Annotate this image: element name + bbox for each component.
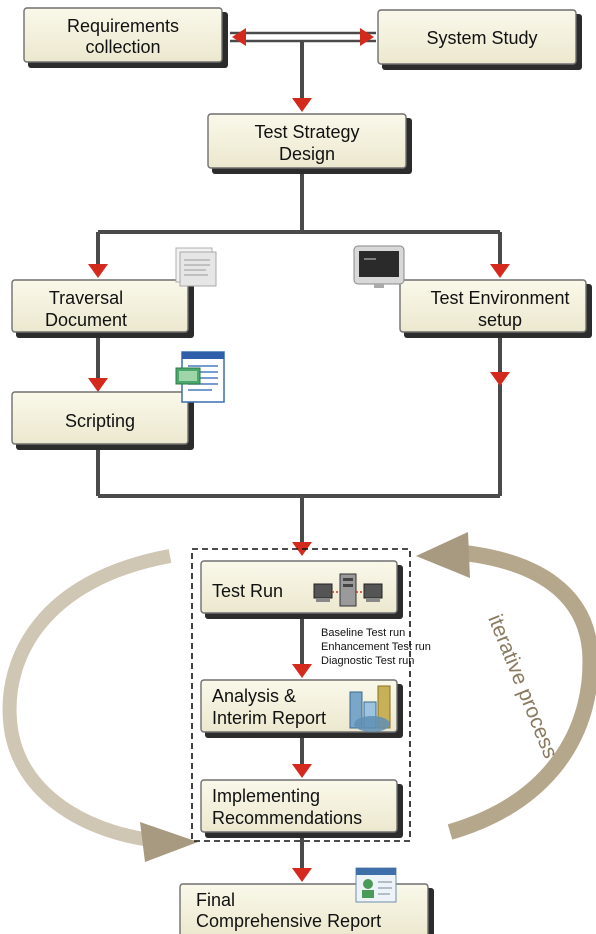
node-traversal-line-1: Traversal <box>49 288 123 308</box>
run-type-enhancement: Enhancement Test run <box>321 641 431 653</box>
node-final-report-line-2: Comprehensive Report <box>196 911 381 931</box>
node-analysis-line-2: Interim Report <box>212 708 326 728</box>
node-implementing-line-1: Implementing <box>212 786 320 806</box>
node-requirements: Requirements collection <box>23 7 228 68</box>
run-type-baseline: Baseline Test run <box>321 627 405 639</box>
text-document-icon <box>175 351 225 403</box>
node-implementing: Implementing Recommendations <box>200 779 403 838</box>
iterative-process-label: iterative process <box>483 611 562 761</box>
node-test-strategy-line-2: Design <box>279 144 335 164</box>
node-implementing-line-2: Recommendations <box>212 808 362 828</box>
node-traversal: Traversal Document <box>11 279 194 338</box>
node-requirements-line-1: Requirements <box>67 16 179 36</box>
report-card-icon <box>355 867 397 903</box>
node-system-study-line-1: System Study <box>426 28 537 48</box>
node-test-environment: Test Environment setup <box>399 279 592 338</box>
run-type-notes: Baseline Test run Enhancement Test run D… <box>321 627 431 667</box>
servers-icon <box>313 573 383 607</box>
node-traversal-line-2: Document <box>45 310 127 330</box>
node-test-strategy-line-1: Test Strategy <box>254 122 359 142</box>
node-system-study: System Study <box>377 9 582 70</box>
cycle-arrow-right <box>416 532 596 840</box>
node-test-environment-line-1: Test Environment <box>430 288 569 308</box>
bar-chart-icon <box>349 685 391 732</box>
node-scripting-line-1: Scripting <box>65 411 135 431</box>
monitor-icon <box>353 245 405 288</box>
node-requirements-line-2: collection <box>85 37 160 57</box>
cycle-arrow-left <box>2 549 198 862</box>
node-analysis-line-1: Analysis & <box>212 686 296 706</box>
run-type-diagnostic: Diagnostic Test run <box>321 655 414 667</box>
node-final-report-line-1: Final <box>196 890 235 910</box>
node-test-run-line-1: Test Run <box>212 581 283 601</box>
node-test-environment-line-2: setup <box>478 310 522 330</box>
arrowheads <box>88 28 510 882</box>
iteration-boundary <box>191 548 411 842</box>
node-test-strategy: Test Strategy Design <box>207 113 412 174</box>
document-icon <box>175 247 217 287</box>
node-scripting: Scripting <box>11 391 194 450</box>
